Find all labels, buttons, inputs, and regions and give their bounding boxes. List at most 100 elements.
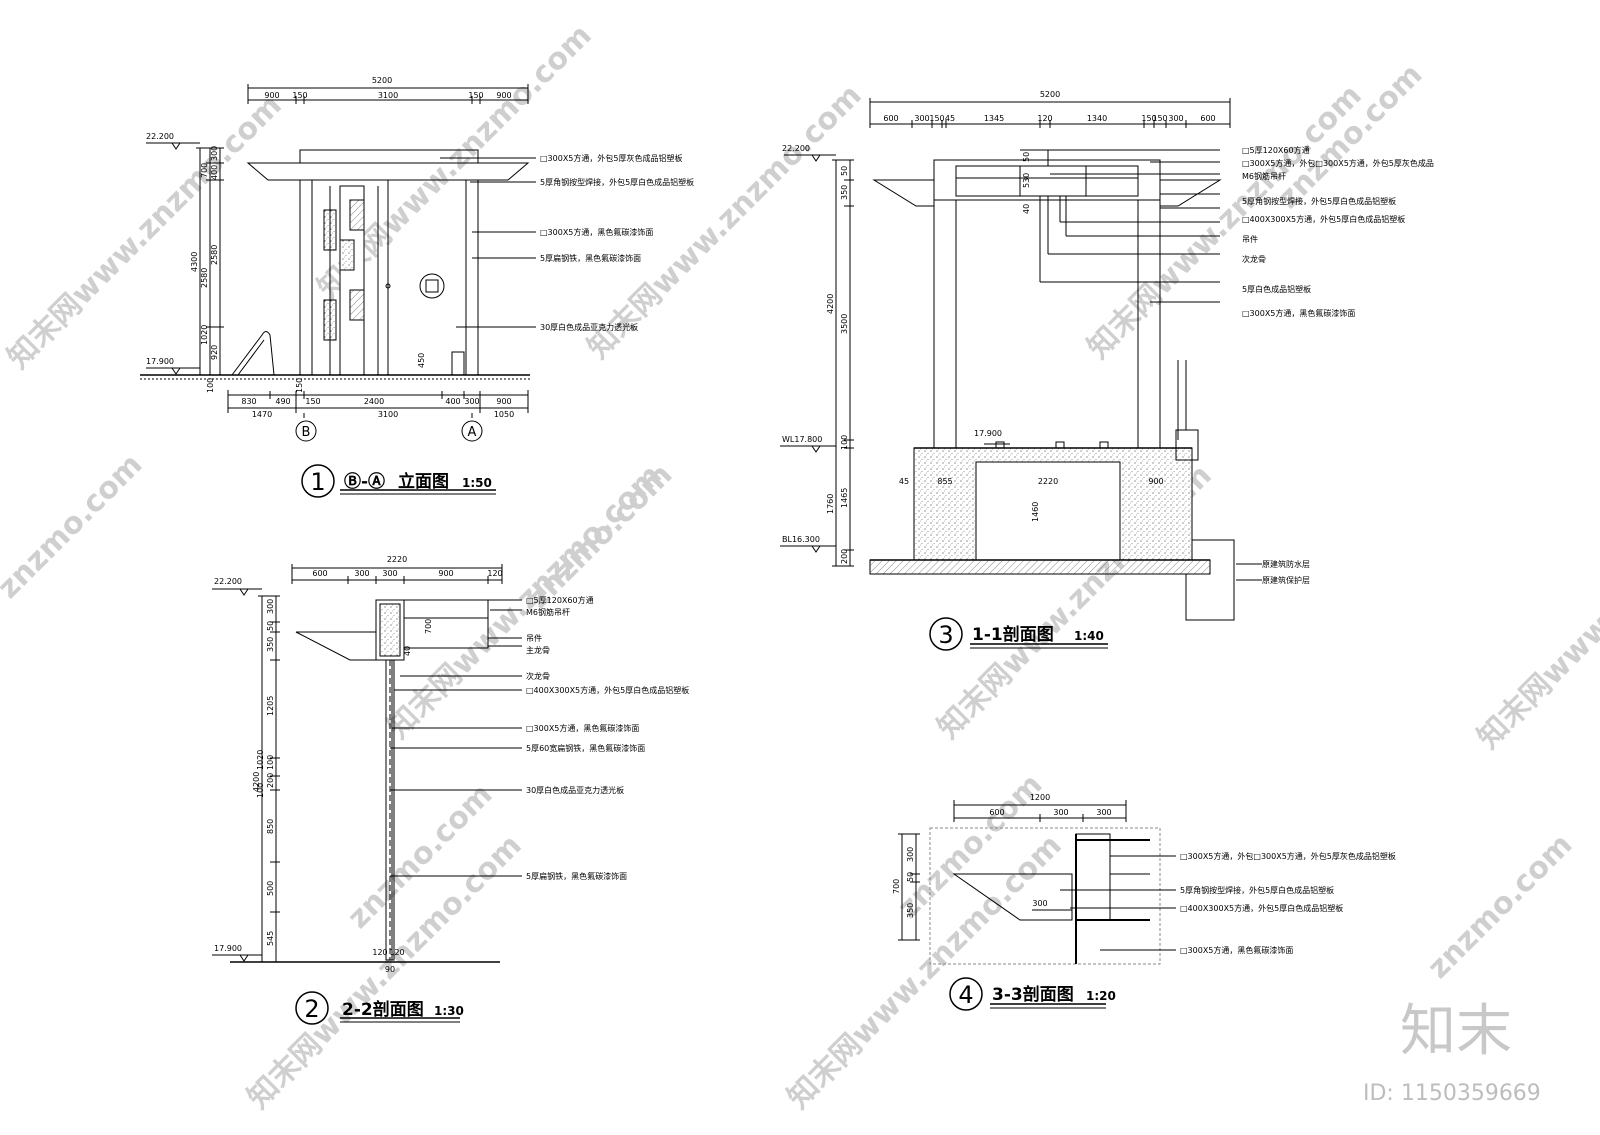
drawing-scale: 1:20 (1086, 989, 1116, 1003)
note: 5厚60宽扁钢铁，黑色氟碳漆饰面 (526, 743, 645, 753)
dim: 2580 (200, 268, 209, 288)
watermark-text: znzmo.com (1421, 827, 1580, 986)
dim: 1345 (984, 114, 1004, 123)
dim: 3500 (840, 314, 849, 334)
dim: 600 (989, 808, 1004, 817)
note: 主龙骨 (526, 645, 550, 655)
dim: 300 (210, 146, 219, 161)
dim: 600 (312, 569, 327, 578)
drawing-title: 3-3剖面图 (992, 984, 1074, 1005)
note: 30厚白色成品亚克力透光板 (540, 322, 638, 332)
note: 吊件 (1242, 234, 1258, 244)
dim: 1020 (200, 325, 209, 345)
dim: 40 (403, 646, 412, 656)
dim: 300 (1168, 114, 1183, 123)
dim: 3100 (378, 91, 398, 100)
dim: 900 (496, 397, 511, 406)
elevation-top: 22.200 (782, 144, 810, 153)
drawing-3-section (780, 98, 1262, 651)
elevation-bl: BL16.300 (782, 535, 820, 544)
dim: 600 (883, 114, 898, 123)
dim: 200 (840, 549, 849, 564)
dim: 100 (256, 783, 265, 798)
dim: 150 (1141, 114, 1156, 123)
dim: 150 (295, 378, 304, 393)
note: 5厚角钢按型焊接，外包5厚白色成品铝塑板 (1242, 196, 1396, 206)
dim: 150 (305, 397, 320, 406)
dim: 530 (1022, 173, 1031, 188)
note: □400X300X5方通，外包5厚白色成品铝塑板 (1242, 214, 1405, 224)
drawing-2-labels: 2220 600 300 300 900 120 22.200 17.900 4… (214, 555, 689, 1023)
note: 5厚角钢按型焊接，外包5厚白色成品铝塑板 (540, 177, 694, 187)
drawing-title-axes: Ⓑ-Ⓐ (344, 471, 385, 492)
dim: 150 (292, 91, 307, 100)
dim: 90 (385, 965, 395, 974)
dim: 50 (906, 872, 915, 882)
dim: 120 (389, 948, 404, 957)
dim: 100 (206, 378, 215, 393)
drawing-1-labels: 5200 900 150 3100 150 900 22.200 17.900 … (146, 76, 694, 496)
dim: 100 (266, 755, 275, 770)
drawing-number: 1 (310, 468, 325, 496)
dim-left-total: 700 (892, 879, 901, 894)
dim: 300 (1032, 899, 1047, 908)
dim: 1340 (1087, 114, 1107, 123)
dim: 3100 (378, 410, 398, 419)
drawing-number: 2 (304, 995, 319, 1023)
watermark-text: 知末网www.znzmo.com (381, 458, 669, 746)
dim-left-total: 4200 (252, 772, 261, 792)
dim: 830 (241, 397, 256, 406)
dim: 300 (354, 569, 369, 578)
note: 次龙骨 (1242, 254, 1266, 264)
note: □5厚120X60方通 (526, 595, 594, 605)
note: □400X300X5方通，外包5厚白色成品铝塑板 (526, 685, 689, 695)
watermark-id: ID: 1150359669 (1363, 1081, 1541, 1106)
dim: 40 (1022, 204, 1031, 214)
note: 5厚白色成品铝塑板 (1242, 284, 1311, 294)
dim: 120 (487, 569, 502, 578)
drawing-number: 4 (958, 981, 973, 1009)
elevation-mid: 17.900 (974, 429, 1002, 438)
dim: 1460 (1031, 502, 1040, 522)
dim: 1050 (494, 410, 514, 419)
note: 次龙骨 (526, 671, 550, 681)
dim: 350 (840, 185, 849, 200)
note: □300X5方通，外包□300X5方通，外包5厚灰色成品铝塑板 (1180, 851, 1396, 861)
drawing-2-section (212, 564, 522, 1025)
dim: 350 (906, 903, 915, 918)
drawing-scale: 1:30 (434, 1004, 464, 1018)
dim: 500 (266, 881, 275, 896)
dim-total: 1200 (1030, 793, 1050, 802)
dim: 300 (1053, 808, 1068, 817)
drawing-4-labels: 1200 600 300 300 700 300 50 350 300 □300… (892, 793, 1396, 1009)
dim-total: 5200 (372, 76, 392, 85)
dim: 900 (264, 91, 279, 100)
dim: 150 (929, 114, 944, 123)
dim: 50 (840, 166, 849, 176)
dim: 50 (266, 621, 275, 631)
note: M6钢筋吊杆 (1242, 171, 1286, 181)
dim: 45 (945, 114, 955, 123)
dim: 300 (1096, 808, 1111, 817)
drawing-4-section (898, 800, 1176, 1011)
note: □300X5方通，外包5厚灰色成品铝塑板 (540, 153, 683, 163)
dim-left-total: 4300 (190, 252, 199, 272)
note: □300X5方通，黑色氟碳漆饰面 (526, 723, 639, 733)
watermark-text: 知末网www.znzmo.com (1471, 468, 1600, 756)
dim: 490 (275, 397, 290, 406)
dim: 2580 (210, 245, 219, 265)
dim: 350 (266, 637, 275, 652)
axis-label-b: B (302, 425, 311, 440)
dim: 120 (1037, 114, 1052, 123)
drawing-number: 3 (938, 621, 953, 649)
note: 吊件 (526, 633, 542, 643)
dim: 700 (424, 619, 433, 634)
dim: 400 (210, 165, 219, 180)
dim: 855 (937, 477, 952, 486)
dim: 400 (445, 397, 460, 406)
dim: 1205 (266, 696, 275, 716)
dim: 1465 (840, 488, 849, 508)
dim: 2400 (364, 397, 384, 406)
drawing-title: 立面图 (398, 471, 449, 492)
dim-total: 5200 (1040, 90, 1060, 99)
